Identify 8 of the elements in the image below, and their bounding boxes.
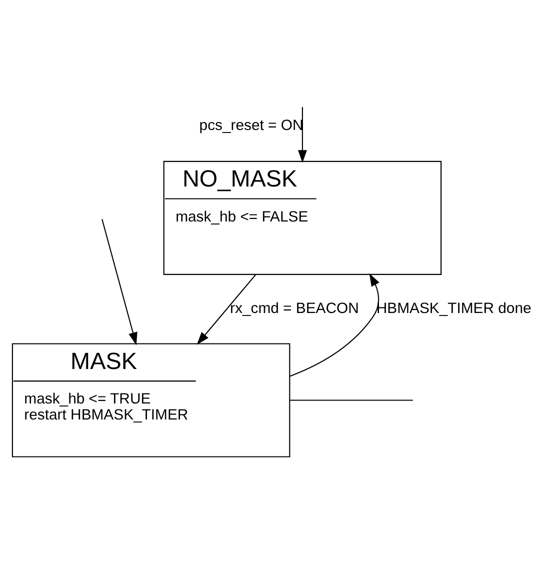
arrow (298, 107, 307, 163)
edge-label: rx_cmd = BEACON (230, 300, 359, 318)
arrow (196, 274, 256, 345)
connector (290, 400, 413, 401)
arrow (290, 273, 380, 377)
arrow (102, 218, 138, 346)
edge-label: HBMASK_TIMER done (376, 300, 532, 318)
edge-label: pcs_reset = ON (199, 117, 304, 134)
